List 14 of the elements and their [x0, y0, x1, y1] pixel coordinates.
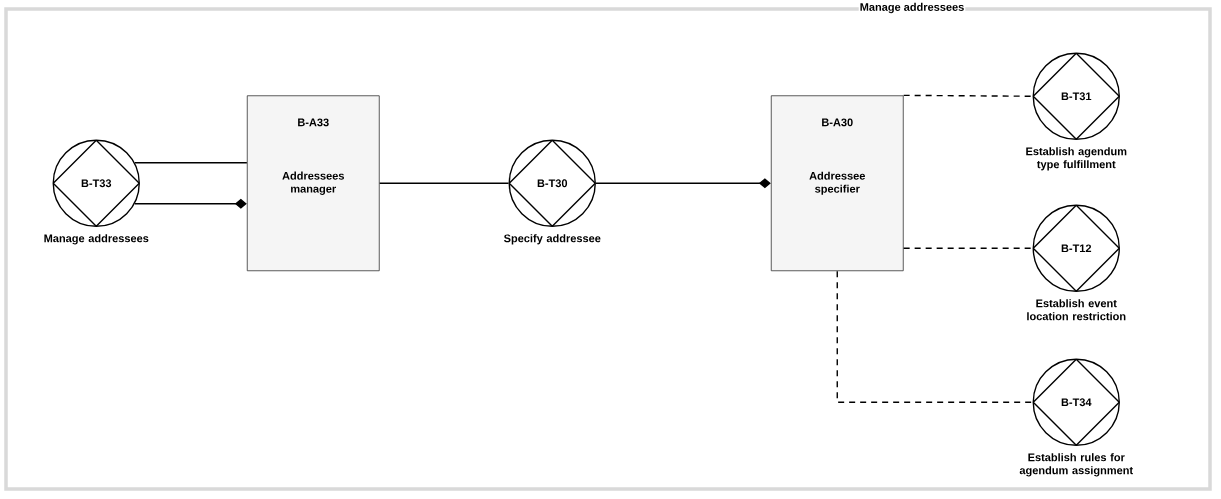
node-caption: Manage addressees — [44, 234, 149, 245]
connector — [902, 247, 1034, 249]
node-caption: Establish agendum type fulfillment — [1026, 147, 1127, 171]
connector — [902, 94, 1034, 97]
connector — [595, 178, 771, 189]
connector — [134, 198, 247, 209]
node-caption: Specify addressee — [503, 234, 601, 245]
node-caption: Establish rules for agendum assignment — [1019, 453, 1133, 477]
actor-box: B-A33 Addressees manager — [246, 95, 380, 272]
node-caption: Establish event location restriction — [1027, 299, 1126, 321]
connector — [134, 162, 248, 164]
connector — [378, 182, 510, 184]
actor-box: B-A30 Addressee specifier — [770, 95, 904, 272]
connector — [836, 270, 1034, 403]
